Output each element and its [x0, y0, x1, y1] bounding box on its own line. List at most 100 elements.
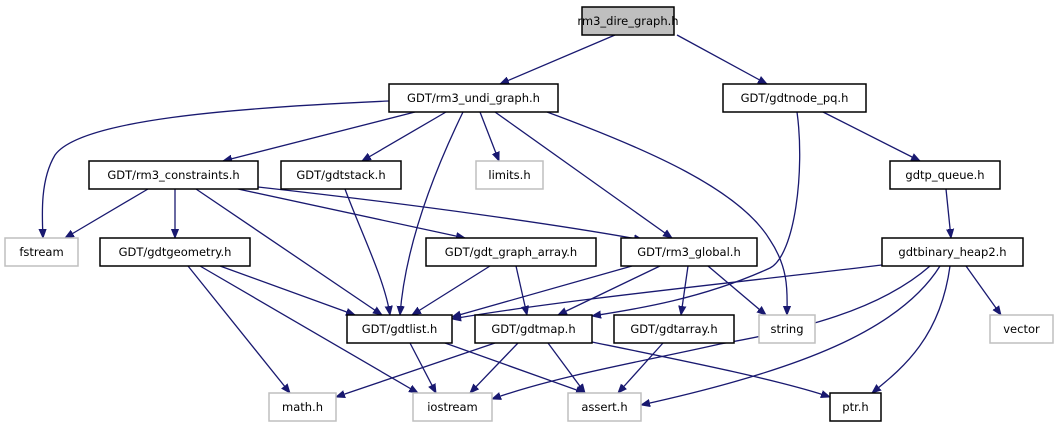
edge-gdtmap-to-assert: [547, 342, 585, 393]
node-gdtbinary-heap2[interactable]: gdtbinary_heap2.h: [881, 237, 1024, 267]
node-gdtnode-pq[interactable]: GDT/gdtnode_pq.h: [722, 83, 867, 113]
node-gdtarray[interactable]: GDT/gdtarray.h: [613, 314, 735, 344]
node-math: math.h: [268, 392, 337, 422]
node-label: GDT/gdtmap.h: [491, 322, 575, 336]
node-label: limits.h: [488, 168, 530, 182]
node-fstream: fstream: [4, 237, 79, 267]
edge-rm3_dire_graph-to-rm3_undi_graph: [500, 34, 616, 85]
edge-gdtnode_pq-to-gdtmap: [592, 111, 801, 316]
node-box: [346, 314, 453, 344]
edge-gdtlist-to-assert: [444, 342, 585, 393]
node-box: [474, 314, 593, 344]
node-box: [388, 83, 559, 113]
edge-gdt_graph_array-to-gdtmap: [515, 265, 527, 315]
node-label: math.h: [282, 400, 323, 414]
edge-gdtbinary_heap2-to-ptr: [872, 265, 951, 393]
node-label: GDT/rm3_undi_graph.h: [407, 91, 540, 105]
edge-gdtmap-to-iostream: [470, 342, 519, 393]
node-box: [4, 237, 79, 267]
node-label: GDT/rm3_global.h: [637, 245, 740, 259]
node-box: [758, 314, 816, 344]
edge-gdtgeometry-to-gdtlist: [219, 265, 355, 315]
edge-gdtgeometry-to-iostream: [199, 265, 418, 393]
node-box: [412, 392, 493, 422]
node-box: [280, 160, 402, 190]
node-label: ptr.h: [842, 400, 868, 414]
node-rm3-dire-graph[interactable]: rm3_dire_graph.h: [577, 6, 679, 36]
node-label: vector: [1003, 322, 1040, 336]
edge-gdtbinary_heap2-to-vector: [965, 265, 1001, 315]
node-assert: assert.h: [567, 392, 642, 422]
edge-gdtp_queue-to-gdtbinary_heap2: [945, 188, 951, 238]
node-label: gdtbinary_heap2.h: [898, 245, 1006, 259]
node-box: [620, 237, 758, 267]
node-label: GDT/rm3_constraints.h: [107, 168, 239, 182]
edge-gdtbinary_heap2-to-assert: [641, 265, 941, 405]
node-rm3-global[interactable]: GDT/rm3_global.h: [620, 237, 758, 267]
node-box: [722, 83, 867, 113]
edge-rm3_undi_graph-to-rm3_global: [494, 111, 672, 238]
node-box: [475, 160, 544, 190]
edge-gdtmap-to-ptr: [591, 341, 830, 397]
edge-rm3_undi_graph-to-rm3_constraints: [223, 111, 416, 161]
node-box: [99, 237, 251, 267]
edge-gdtbinary_heap2-to-gdtlist: [452, 264, 883, 319]
node-gdt-graph-array[interactable]: GDT/gdt_graph_array.h: [425, 237, 597, 267]
node-limits: limits.h: [475, 160, 544, 190]
node-label: rm3_dire_graph.h: [577, 14, 678, 28]
node-vector: vector: [989, 314, 1054, 344]
node-gdtlist[interactable]: GDT/gdtlist.h: [346, 314, 453, 344]
node-gdtp-queue[interactable]: gdtp_queue.h: [889, 160, 1001, 190]
edge-gdt_graph_array-to-gdtlist: [412, 265, 491, 315]
edge-rm3_global-to-gdtmap: [558, 265, 661, 316]
node-label: GDT/gdtlist.h: [362, 322, 438, 336]
node-box: [567, 392, 642, 422]
node-gdtgeometry[interactable]: GDT/gdtgeometry.h: [99, 237, 251, 267]
node-label: GDT/gdt_graph_array.h: [445, 245, 577, 259]
edge-rm3_undi_graph-to-limits: [479, 111, 500, 161]
node-box: [581, 6, 675, 36]
node-label: GDT/gdtarray.h: [630, 322, 717, 336]
edge-rm3_constraints-to-gdtlist: [195, 188, 382, 315]
edge-rm3_global-to-gdtlist: [452, 265, 633, 317]
node-box: [88, 160, 259, 190]
edge-gdtbinary_heap2-to-iostream: [492, 265, 931, 399]
node-label: gdtp_queue.h: [905, 168, 984, 182]
node-box: [881, 237, 1024, 267]
edge-gdtnode_pq-to-gdtp_queue: [822, 111, 920, 162]
edge-rm3_global-to-gdtarray: [681, 265, 689, 315]
edge-rm3_global-to-string: [707, 265, 766, 315]
edge-rm3_undi_graph-to-string: [546, 111, 787, 315]
node-box: [889, 160, 1001, 190]
edges-layer: [42, 34, 1001, 405]
edge-rm3_dire_graph-to-gdtnode_pq: [676, 34, 767, 84]
edge-rm3_constraints-to-gdt_graph_array: [237, 188, 465, 238]
edge-rm3_constraints-to-fstream: [65, 188, 149, 238]
node-label: iostream: [427, 400, 478, 414]
edge-rm3_undi_graph-to-gdtstack: [362, 111, 447, 161]
node-box: [268, 392, 337, 422]
node-box: [829, 392, 882, 422]
node-string: string: [758, 314, 816, 344]
node-box: [989, 314, 1054, 344]
edge-rm3_undi_graph-to-fstream: [42, 100, 390, 238]
node-gdtstack[interactable]: GDT/gdtstack.h: [280, 160, 402, 190]
edge-rm3_undi_graph-to-gdtlist: [400, 111, 464, 315]
edge-gdtmap-to-math: [336, 342, 496, 397]
node-ptr[interactable]: ptr.h: [829, 392, 882, 422]
node-label: fstream: [19, 245, 63, 259]
node-box: [425, 237, 597, 267]
node-label: assert.h: [581, 400, 627, 414]
node-iostream: iostream: [412, 392, 493, 422]
node-label: GDT/gdtstack.h: [296, 168, 385, 182]
node-box: [613, 314, 735, 344]
node-label: GDT/gdtgeometry.h: [119, 245, 232, 259]
edge-gdtgeometry-to-math: [187, 265, 290, 393]
node-rm3-undi-graph[interactable]: GDT/rm3_undi_graph.h: [388, 83, 559, 113]
node-gdtmap[interactable]: GDT/gdtmap.h: [474, 314, 593, 344]
edge-gdtarray-to-assert: [618, 342, 664, 393]
node-rm3-constraints[interactable]: GDT/rm3_constraints.h: [88, 160, 259, 190]
node-label: string: [770, 322, 803, 336]
